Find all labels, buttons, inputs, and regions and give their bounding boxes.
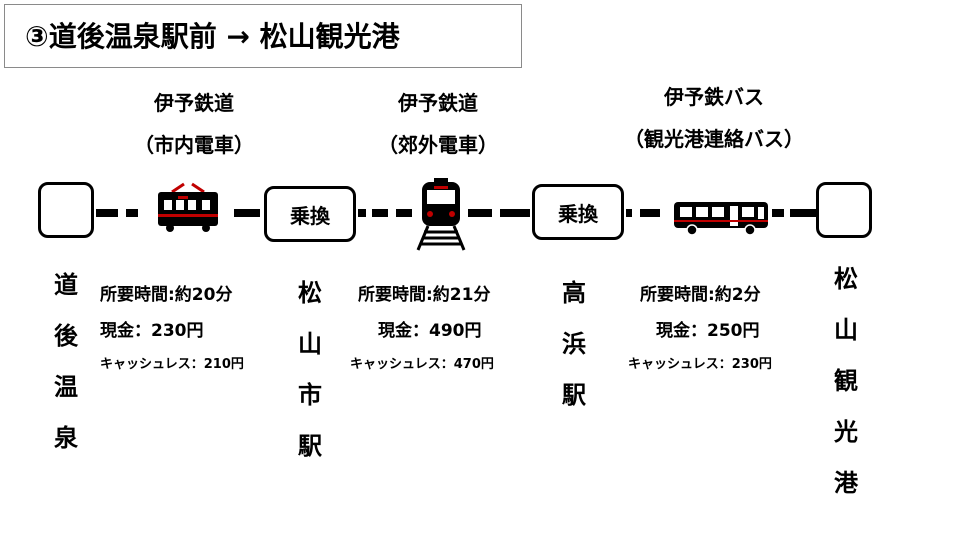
segment-1-cash: 現金：230円 — [100, 321, 204, 341]
segment-2-service: （郊外電車） — [378, 133, 498, 157]
station-char: 後 — [54, 322, 78, 350]
segment-2-time: 所要時間:約21分 — [358, 285, 491, 305]
origin-station-node — [38, 182, 94, 238]
station-char: 駅 — [298, 432, 322, 460]
station-char: 市 — [298, 381, 322, 409]
segment-3-cash: 現金：250円 — [656, 321, 760, 341]
bus-icon — [674, 202, 768, 236]
transfer-node-1: 乗換 — [264, 186, 356, 242]
transfer-node-2: 乗換 — [532, 184, 624, 240]
station-dogo-onsen: 道 後 温 泉 — [46, 260, 86, 464]
segment-3-cashless: キャッシュレス：230円 — [628, 357, 772, 372]
station-char: 光 — [834, 418, 858, 446]
station-char: 浜 — [562, 330, 586, 358]
transfer-label: 乗換 — [290, 203, 330, 228]
station-matsuyama-kankoko: 松 山 観 光 港 — [826, 254, 866, 509]
streetcar-icon — [158, 182, 218, 232]
segment-2-operator: 伊予鉄道 — [398, 91, 478, 115]
station-char: 温 — [54, 373, 78, 401]
segment-1-time: 所要時間:約20分 — [100, 285, 233, 305]
segment-1-operator: 伊予鉄道 — [154, 91, 234, 115]
page-title: ③道後温泉駅前 → 松山観光港 — [25, 20, 400, 53]
station-char: 高 — [562, 279, 586, 307]
destination-station-node — [816, 182, 872, 238]
transfer-label: 乗換 — [558, 201, 598, 226]
segment-3-operator: 伊予鉄バス — [664, 85, 764, 109]
station-char: 道 — [54, 271, 78, 299]
station-char: 駅 — [562, 381, 586, 409]
station-char: 山 — [298, 330, 322, 358]
segment-1-cashless: キャッシュレス：210円 — [100, 357, 244, 372]
segment-2-cashless: キャッシュレス：470円 — [350, 357, 494, 372]
title-box: ③道後温泉駅前 → 松山観光港 — [4, 4, 522, 68]
station-char: 港 — [834, 469, 858, 497]
segment-2-cash: 現金：490円 — [378, 321, 482, 341]
station-char: 泉 — [54, 424, 78, 452]
train-icon — [416, 178, 466, 251]
station-takahama: 高 浜 駅 — [554, 268, 594, 421]
station-char: 観 — [834, 367, 858, 395]
station-char: 松 — [834, 265, 858, 293]
segment-1-service: （市内電車） — [134, 133, 254, 157]
station-char: 松 — [298, 279, 322, 307]
segment-3-time: 所要時間:約2分 — [640, 285, 761, 305]
station-char: 山 — [834, 316, 858, 344]
segment-3-service: （観光港連絡バス） — [624, 127, 804, 151]
station-matsuyama-shi: 松 山 市 駅 — [290, 268, 330, 472]
